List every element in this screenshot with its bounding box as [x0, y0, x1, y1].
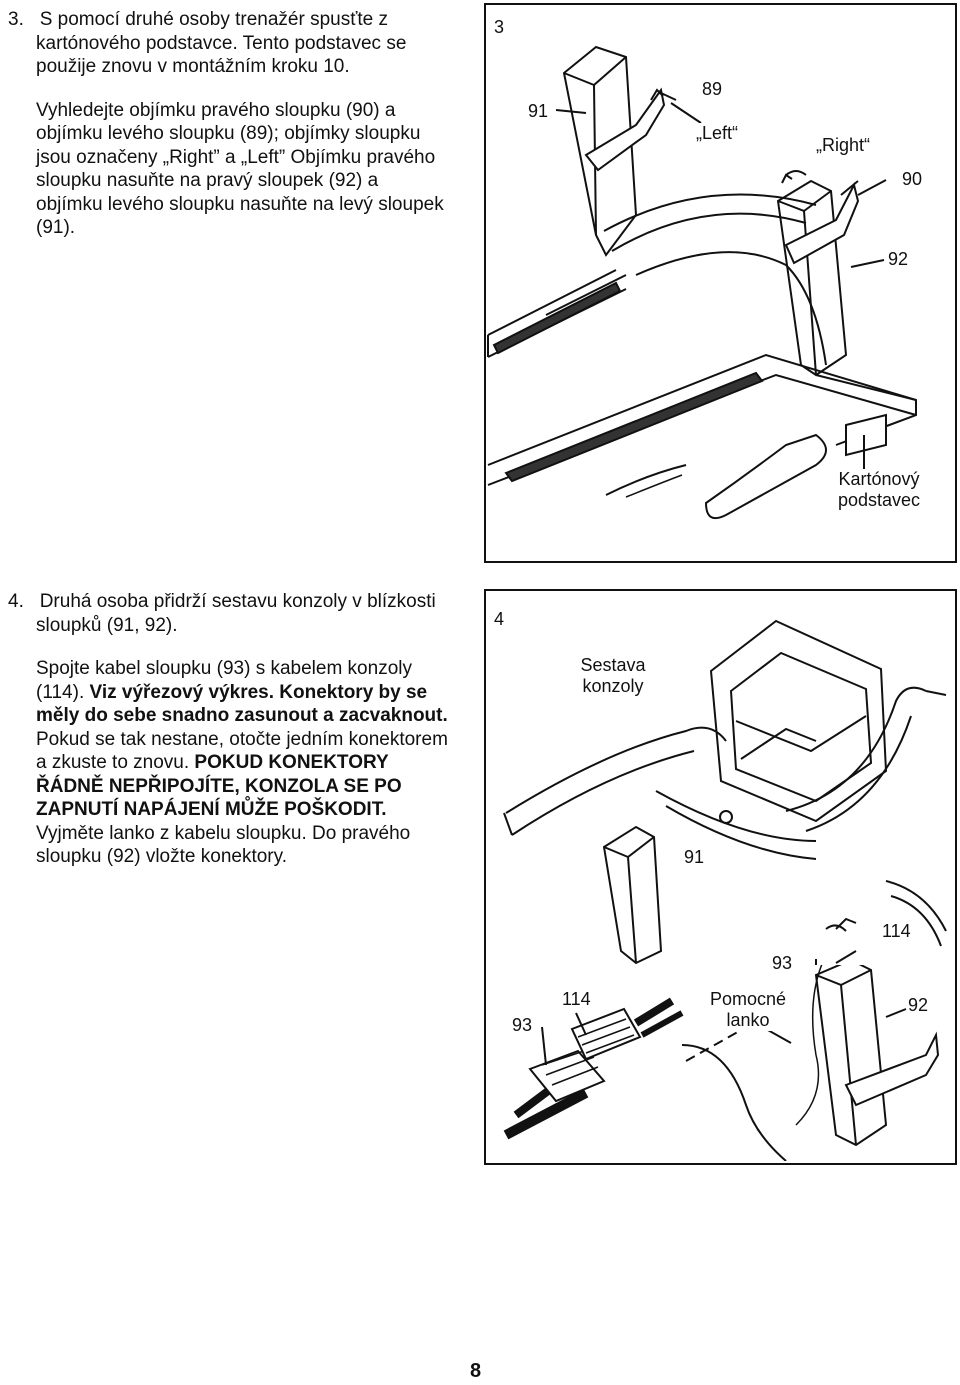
label-91: 91: [528, 101, 549, 122]
label-carton-base: Kartónový podstavec: [831, 469, 927, 511]
page-number: 8: [470, 1360, 482, 1382]
label-89: 89: [702, 79, 723, 100]
figure-3: 3 89 91 „Left“ „Right“ 90 92 Kartónový p…: [484, 3, 957, 563]
figure-4-detail: 93 114 Pomocné lanko 92 114 93: [484, 921, 957, 1165]
treadmill-uprights-illustration: [487, 45, 917, 519]
label-93-detail: 93: [512, 1015, 533, 1036]
step-3-text: 3. S pomocí druhé osoby trenažér spusťte…: [8, 8, 448, 260]
step-number: 3.: [8, 9, 24, 30]
label-left: „Left“: [696, 123, 739, 144]
figure-4: 4 Sestava konzoly 91: [484, 589, 957, 967]
label-92: 92: [888, 249, 909, 270]
label-114-detail: 114: [562, 989, 591, 1010]
label-114: 114: [882, 921, 911, 942]
figure-number: 4: [494, 609, 505, 629]
step-4-paragraph: Spojte kabel sloupku (93) s kabelem konz…: [36, 658, 448, 867]
label-auxiliary-wire: Pomocné lanko: [704, 989, 792, 1031]
step-3-paragraph: Vyhledejte objímku pravého sloupku (90) …: [36, 99, 444, 239]
label-right: „Right“: [816, 135, 871, 156]
label-92: 92: [908, 995, 929, 1016]
label-91: 91: [684, 847, 705, 868]
step-4-text: 4. Druhá osoba přidrží sestavu konzoly v…: [8, 590, 448, 889]
figure-number: 3: [494, 17, 505, 37]
label-console-assembly: Sestava konzoly: [572, 655, 654, 697]
label-90: 90: [902, 169, 923, 190]
console-assembly-illustration: [503, 619, 947, 965]
step-3-intro: 3. S pomocí druhé osoby trenažér spusťte…: [8, 9, 407, 77]
step-number: 4.: [8, 591, 24, 612]
step-4-intro: 4. Druhá osoba přidrží sestavu konzoly v…: [8, 591, 436, 636]
connector-detail-illustration: [503, 965, 940, 1161]
label-93: 93: [772, 953, 793, 974]
